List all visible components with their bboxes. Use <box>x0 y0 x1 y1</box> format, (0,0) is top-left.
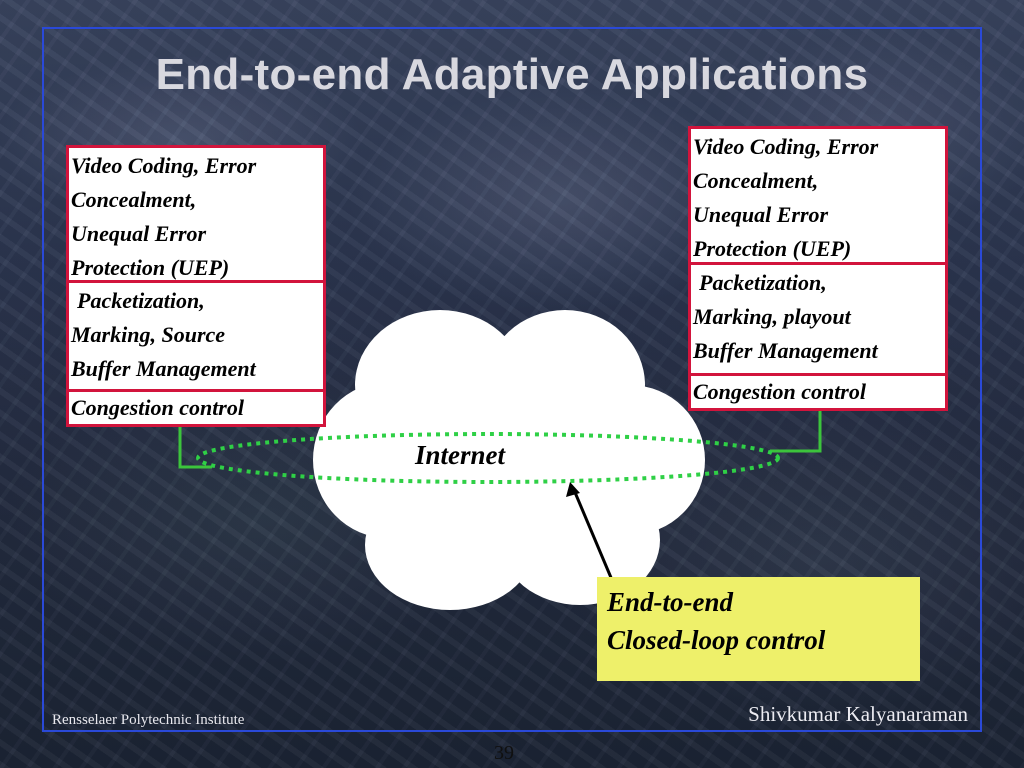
slide-title: End-to-end Adaptive Applications <box>155 50 869 99</box>
left-packetization-box: Packetization, Marking, Source Buffer Ma… <box>66 280 326 392</box>
footer-institution: Rensselaer Polytechnic Institute <box>52 712 245 728</box>
right-congestion-box: Congestion control <box>688 373 948 411</box>
box-line: Unequal Error <box>71 221 207 246</box>
box-line: Video Coding, Error <box>71 153 257 178</box>
box-line: Protection (UEP) <box>71 255 230 280</box>
footer-author: Shivkumar Kalyanaraman <box>748 702 968 726</box>
box-line: Congestion control <box>71 395 244 420</box>
box-line: Concealment, <box>71 187 197 212</box>
right-connector <box>770 407 822 453</box>
slide-frame <box>42 27 982 732</box>
page-number: 39 <box>494 742 514 764</box>
closed-loop-ellipse <box>196 432 780 484</box>
note-line: End-to-end <box>607 587 734 617</box>
right-video-coding-box: Video Coding, Error Concealment, Unequal… <box>688 126 948 267</box>
box-line: Packetization, <box>699 270 827 295</box>
left-video-coding-box: Video Coding, Error Concealment, Unequal… <box>66 145 326 286</box>
left-congestion-box: Congestion control <box>66 389 326 427</box>
box-line: Marking, playout <box>693 304 851 329</box>
right-packetization-box: Packetization, Marking, playout Buffer M… <box>688 262 948 376</box>
box-line: Concealment, <box>693 168 819 193</box>
box-line: Packetization, <box>77 288 205 313</box>
box-line: Protection (UEP) <box>693 236 852 261</box>
closed-loop-note: End-to-end Closed-loop control <box>597 577 920 681</box>
box-line: Buffer Management <box>693 338 878 363</box>
note-line: Closed-loop control <box>607 625 826 655</box>
box-line: Buffer Management <box>71 356 256 381</box>
box-line: Video Coding, Error <box>693 134 879 159</box>
pointer-arrow-line <box>572 489 614 581</box>
pointer-arrowhead <box>566 482 580 497</box>
left-connector <box>178 427 212 469</box>
box-line: Unequal Error <box>693 202 829 227</box>
box-line: Marking, Source <box>71 322 226 347</box>
internet-cloud <box>313 310 705 610</box>
internet-label: Internet <box>415 440 506 470</box>
box-line: Congestion control <box>693 379 866 404</box>
